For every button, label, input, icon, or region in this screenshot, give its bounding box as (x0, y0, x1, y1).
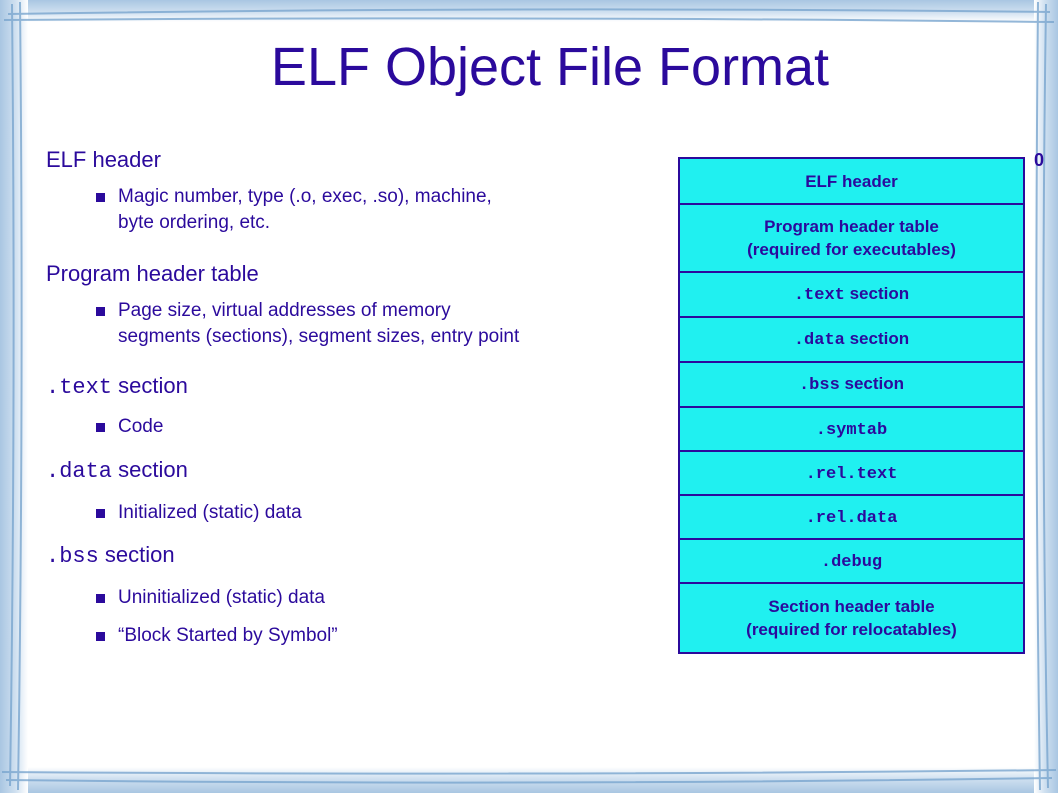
diagram-cell-debug: .debug (678, 538, 1025, 584)
diagram-cell-program-header-table: Program header table (required for execu… (678, 203, 1025, 273)
diagram-cell-rel-data: .rel.data (678, 494, 1025, 540)
outline-item-elf-header: ELF header Magic number, type (.o, exec,… (46, 146, 666, 236)
diagram-cell-text-section: .text section (678, 271, 1025, 318)
diagram-cell-bss-section: .bss section (678, 361, 1025, 408)
square-bullet-icon (96, 632, 105, 641)
outline-bullet: Code (46, 414, 666, 440)
outline-item-data-section: .data section Initialized (static) data (46, 456, 666, 526)
offset-label: 0 (1034, 150, 1045, 170)
outline-heading: .bss section (46, 542, 175, 569)
outline-item-bss-section: .bss section Uninitialized (static) data… (46, 541, 666, 649)
square-bullet-icon (96, 307, 105, 316)
diagram-cell-section-header-table: Section header table (required for reloc… (678, 582, 1025, 654)
slide-title: ELF Object File Format (270, 37, 830, 97)
elf-layout-diagram: ELF header Program header table (require… (678, 157, 1025, 654)
outline-bullet: Uninitialized (static) data (46, 585, 666, 611)
outline-heading: .text section (46, 373, 188, 400)
diagram-cell-rel-text: .rel.text (678, 450, 1025, 496)
outline-heading: .data section (46, 457, 188, 484)
outline-item-text-section: .text section Code (46, 372, 666, 440)
frame-top (0, 0, 1058, 22)
diagram-cell-elf-header: ELF header (678, 157, 1025, 205)
square-bullet-icon (96, 594, 105, 603)
square-bullet-icon (96, 423, 105, 432)
outline-heading: Program header table (46, 261, 259, 286)
square-bullet-icon (96, 509, 105, 518)
outline-bullet: Magic number, type (.o, exec, .so), mach… (46, 184, 666, 236)
outline-item-program-header-table: Program header table Page size, virtual … (46, 260, 666, 350)
diagram-cell-data-section: .data section (678, 316, 1025, 363)
outline-bullet: Initialized (static) data (46, 500, 666, 526)
outline-heading: ELF header (46, 147, 161, 172)
diagram-cell-symtab: .symtab (678, 406, 1025, 452)
outline-bullet: “Block Started by Symbol” (46, 623, 666, 649)
square-bullet-icon (96, 193, 105, 202)
